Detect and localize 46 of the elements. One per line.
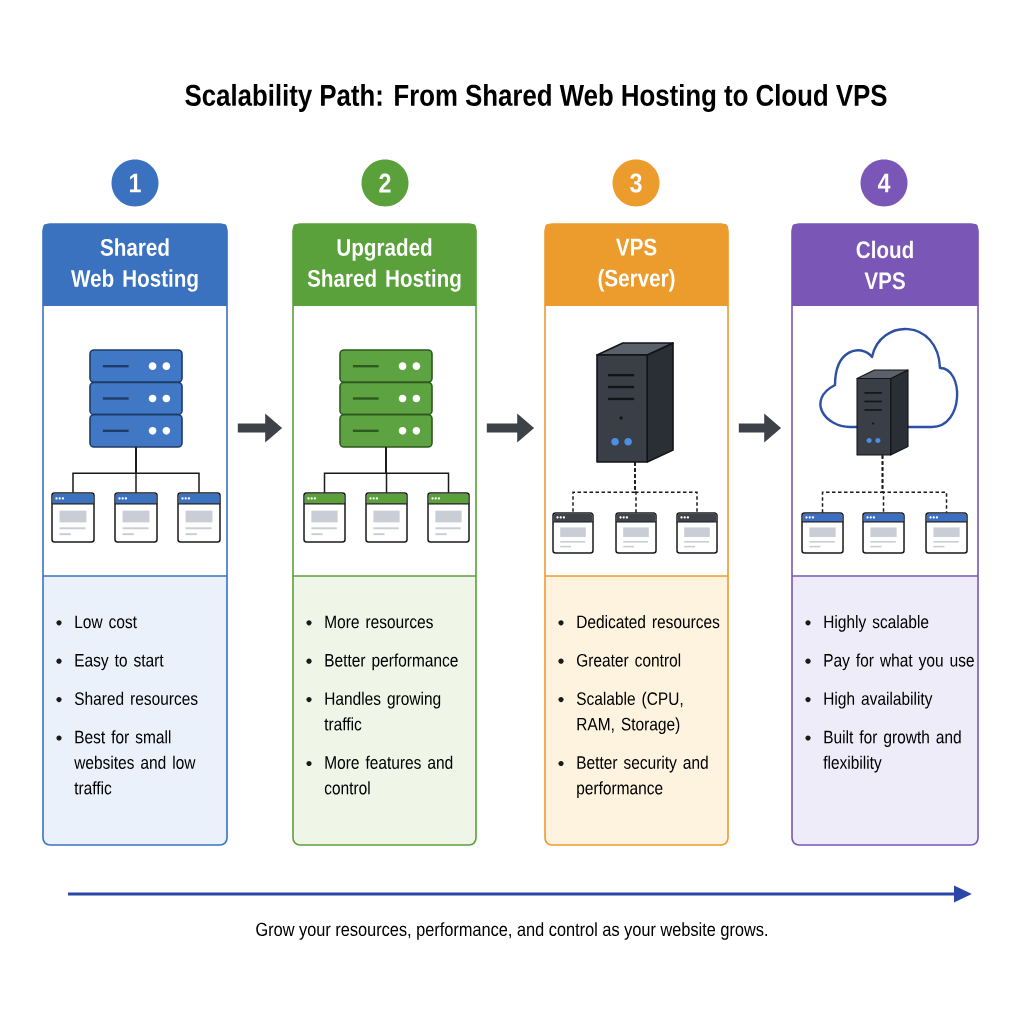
card-header: Shared Web Hosting bbox=[43, 224, 227, 306]
list-item: Best for small websites and low traffic bbox=[74, 730, 196, 795]
step-number: 3 bbox=[612, 159, 660, 207]
step-number: 1 bbox=[111, 159, 159, 207]
card-header: VPS (Server) bbox=[545, 224, 728, 306]
list-item: Better security and performance bbox=[577, 755, 708, 798]
step-number: 4 bbox=[860, 159, 908, 207]
list-item: Shared resources bbox=[74, 691, 198, 706]
server-tower-icon bbox=[596, 342, 674, 463]
title: Scalability Path: From Shared Web Hosting to Cloud VPS bbox=[185, 83, 887, 113]
connector-line bbox=[634, 461, 698, 514]
browser-window-icon bbox=[801, 512, 844, 554]
step-number: 2 bbox=[361, 159, 409, 207]
browser-window-icon bbox=[552, 512, 594, 554]
browser-window-icon bbox=[862, 512, 905, 554]
list-item: Low cost bbox=[75, 615, 137, 629]
list-item: Scalable (CPU, RAM, Storage) bbox=[576, 691, 683, 735]
caption: Grow your resources, performance, and control as your website grows. bbox=[256, 922, 767, 940]
server-stack-icon bbox=[89, 349, 183, 448]
cloud-server-icon bbox=[819, 327, 959, 456]
browser-window-icon bbox=[925, 512, 968, 554]
list-item: Handles growing traffic bbox=[324, 691, 441, 731]
list-item: High availability bbox=[824, 691, 933, 709]
list-item: Easy to start bbox=[75, 654, 164, 671]
browser-window-icon bbox=[676, 512, 718, 554]
card-header: Upgraded Shared Hosting bbox=[293, 224, 476, 306]
browser-window-icon bbox=[427, 492, 470, 543]
list-item: Pay for what you use bbox=[824, 653, 974, 671]
browser-window-icon bbox=[615, 512, 657, 554]
server-stack-icon bbox=[339, 349, 433, 448]
list-item: Highly scalable bbox=[824, 615, 929, 632]
list-item: Greater control bbox=[577, 653, 681, 667]
list-item: More resources bbox=[325, 615, 433, 629]
list-item: Dedicated resources bbox=[577, 615, 720, 629]
connector-line bbox=[385, 446, 450, 494]
connector-line bbox=[135, 446, 200, 494]
list-item: Built for growth and flexibility bbox=[823, 730, 961, 773]
list-item: More features and control bbox=[324, 755, 453, 795]
browser-window-icon bbox=[303, 492, 346, 543]
list-item: Better performance bbox=[325, 653, 458, 671]
browser-window-icon bbox=[177, 492, 221, 543]
browser-window-icon bbox=[114, 492, 158, 543]
browser-window-icon bbox=[365, 492, 408, 543]
connector-line bbox=[881, 454, 948, 514]
card-header: Cloud VPS bbox=[792, 224, 978, 306]
browser-window-icon bbox=[51, 492, 95, 543]
